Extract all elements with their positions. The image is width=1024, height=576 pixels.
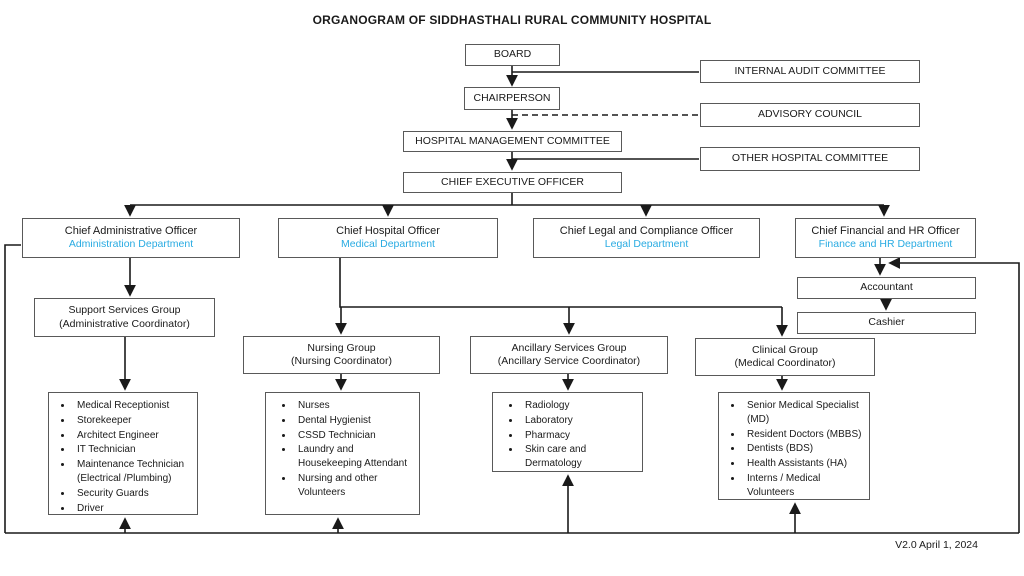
staff-list-item: Dental Hygienist	[294, 414, 415, 428]
staff-list-item: Nurses	[294, 399, 415, 413]
group-title: Clinical Group	[752, 343, 818, 356]
group-subtitle: (Nursing Coordinator)	[291, 355, 392, 367]
staff-list-item: Health Assistants (HA)	[743, 457, 865, 471]
officer-title: Chief Financial and HR Officer	[811, 224, 960, 237]
group-title: Nursing Group	[307, 341, 376, 354]
staff-list-item: Radiology	[521, 399, 638, 413]
staff-list-item: Dentists (BDS)	[743, 442, 865, 456]
officer-title: Chief Legal and Compliance Officer	[559, 224, 734, 237]
node-ancillary-services-group: Ancillary Services Group (Ancillary Serv…	[470, 336, 668, 374]
staff-list-item: Laboratory	[521, 414, 638, 428]
node-chairperson-label: CHAIRPERSON	[473, 91, 551, 104]
node-chief-financial-hr-officer: Chief Financial and HR Officer Finance a…	[795, 218, 976, 258]
node-cashier-label: Cashier	[868, 316, 905, 329]
group-title: Support Services Group	[68, 304, 181, 317]
node-board-label: BOARD	[493, 48, 532, 61]
node-board: BOARD	[465, 44, 560, 66]
node-other-hospital-committee: OTHER HOSPITAL COMMITTEE	[700, 147, 920, 171]
staff-list-item: Interns / Medical Volunteers	[743, 472, 865, 500]
staff-list-item: IT Technician	[73, 443, 193, 457]
node-clinical-group: Clinical Group (Medical Coordinator)	[695, 338, 875, 376]
node-chief-executive-officer-label: CHIEF EXECUTIVE OFFICER	[441, 175, 584, 188]
staff-list-item: Medical Receptionist	[73, 399, 193, 413]
staff-list-item: Architect Engineer	[73, 429, 193, 443]
staff-list-item: Resident Doctors (MBBS)	[743, 428, 865, 442]
list-ancillary-staff: RadiologyLaboratoryPharmacySkin care and…	[492, 392, 643, 472]
node-internal-audit-committee: INTERNAL AUDIT COMMITTEE	[700, 60, 920, 83]
node-other-hospital-committee-label: OTHER HOSPITAL COMMITTEE	[731, 152, 889, 165]
node-chief-hospital-officer: Chief Hospital Officer Medical Departmen…	[278, 218, 498, 258]
list-admin-staff: Medical ReceptionistStorekeeperArchitect…	[48, 392, 198, 515]
group-subtitle: (Administrative Coordinator)	[59, 317, 190, 330]
staff-list-item: Maintenance Technician (Electrical /Plum…	[73, 458, 193, 486]
staff-list-item: Laundry and Housekeeping Attendant	[294, 443, 415, 471]
version-note: V2.0 April 1, 2024	[895, 539, 978, 551]
officer-department: Administration Department	[68, 238, 194, 251]
node-support-services-group: Support Services Group (Administrative C…	[34, 298, 215, 337]
officer-department: Finance and HR Department	[818, 238, 953, 251]
node-chief-legal-compliance-officer: Chief Legal and Compliance Officer Legal…	[533, 218, 760, 258]
staff-list-item: CSSD Technician	[294, 429, 415, 443]
node-advisory-council-label: ADVISORY COUNCIL	[757, 108, 863, 121]
group-subtitle: (Ancillary Service Coordinator)	[497, 355, 641, 367]
node-accountant: Accountant	[797, 277, 976, 299]
admin-staff-items: Medical ReceptionistStorekeeperArchitect…	[49, 399, 193, 515]
node-chief-administrative-officer: Chief Administrative Officer Administrat…	[22, 218, 240, 258]
node-hospital-management-committee: HOSPITAL MANAGEMENT COMMITTEE	[403, 131, 622, 152]
group-subtitle: (Medical Coordinator)	[734, 357, 836, 369]
officer-title: Chief Hospital Officer	[336, 224, 440, 237]
clinical-staff-items: Senior Medical Specialist (MD)Resident D…	[719, 399, 865, 500]
ancillary-staff-items: RadiologyLaboratoryPharmacySkin care and…	[493, 399, 638, 471]
staff-list-item: Security Guards	[73, 487, 193, 501]
node-cashier: Cashier	[797, 312, 976, 334]
list-nursing-staff: NursesDental HygienistCSSD TechnicianLau…	[265, 392, 420, 515]
officer-department: Medical Department	[341, 238, 435, 251]
staff-list-item: Pharmacy	[521, 429, 638, 443]
node-chief-executive-officer: CHIEF EXECUTIVE OFFICER	[403, 172, 622, 193]
group-title: Ancillary Services Group	[511, 341, 627, 354]
node-accountant-label: Accountant	[860, 281, 913, 294]
staff-list-item: Storekeeper	[73, 414, 193, 428]
page-title: ORGANOGRAM OF SIDDHASTHALI RURAL COMMUNI…	[312, 13, 712, 27]
staff-list-item: Driver	[73, 502, 193, 516]
staff-list-item: Nursing and other Volunteers	[294, 472, 415, 500]
node-chairperson: CHAIRPERSON	[464, 87, 560, 110]
nursing-staff-items: NursesDental HygienistCSSD TechnicianLau…	[266, 399, 415, 500]
node-nursing-group: Nursing Group (Nursing Coordinator)	[243, 336, 440, 374]
node-hospital-management-committee-label: HOSPITAL MANAGEMENT COMMITTEE	[415, 134, 610, 147]
node-advisory-council: ADVISORY COUNCIL	[700, 103, 920, 127]
staff-list-item: Skin care and Dermatology	[521, 443, 638, 471]
officer-department: Legal Department	[604, 238, 689, 251]
officer-title: Chief Administrative Officer	[64, 224, 198, 237]
staff-list-item: Senior Medical Specialist (MD)	[743, 399, 865, 427]
node-internal-audit-committee-label: INTERNAL AUDIT COMMITTEE	[734, 64, 886, 77]
list-clinical-staff: Senior Medical Specialist (MD)Resident D…	[718, 392, 870, 500]
